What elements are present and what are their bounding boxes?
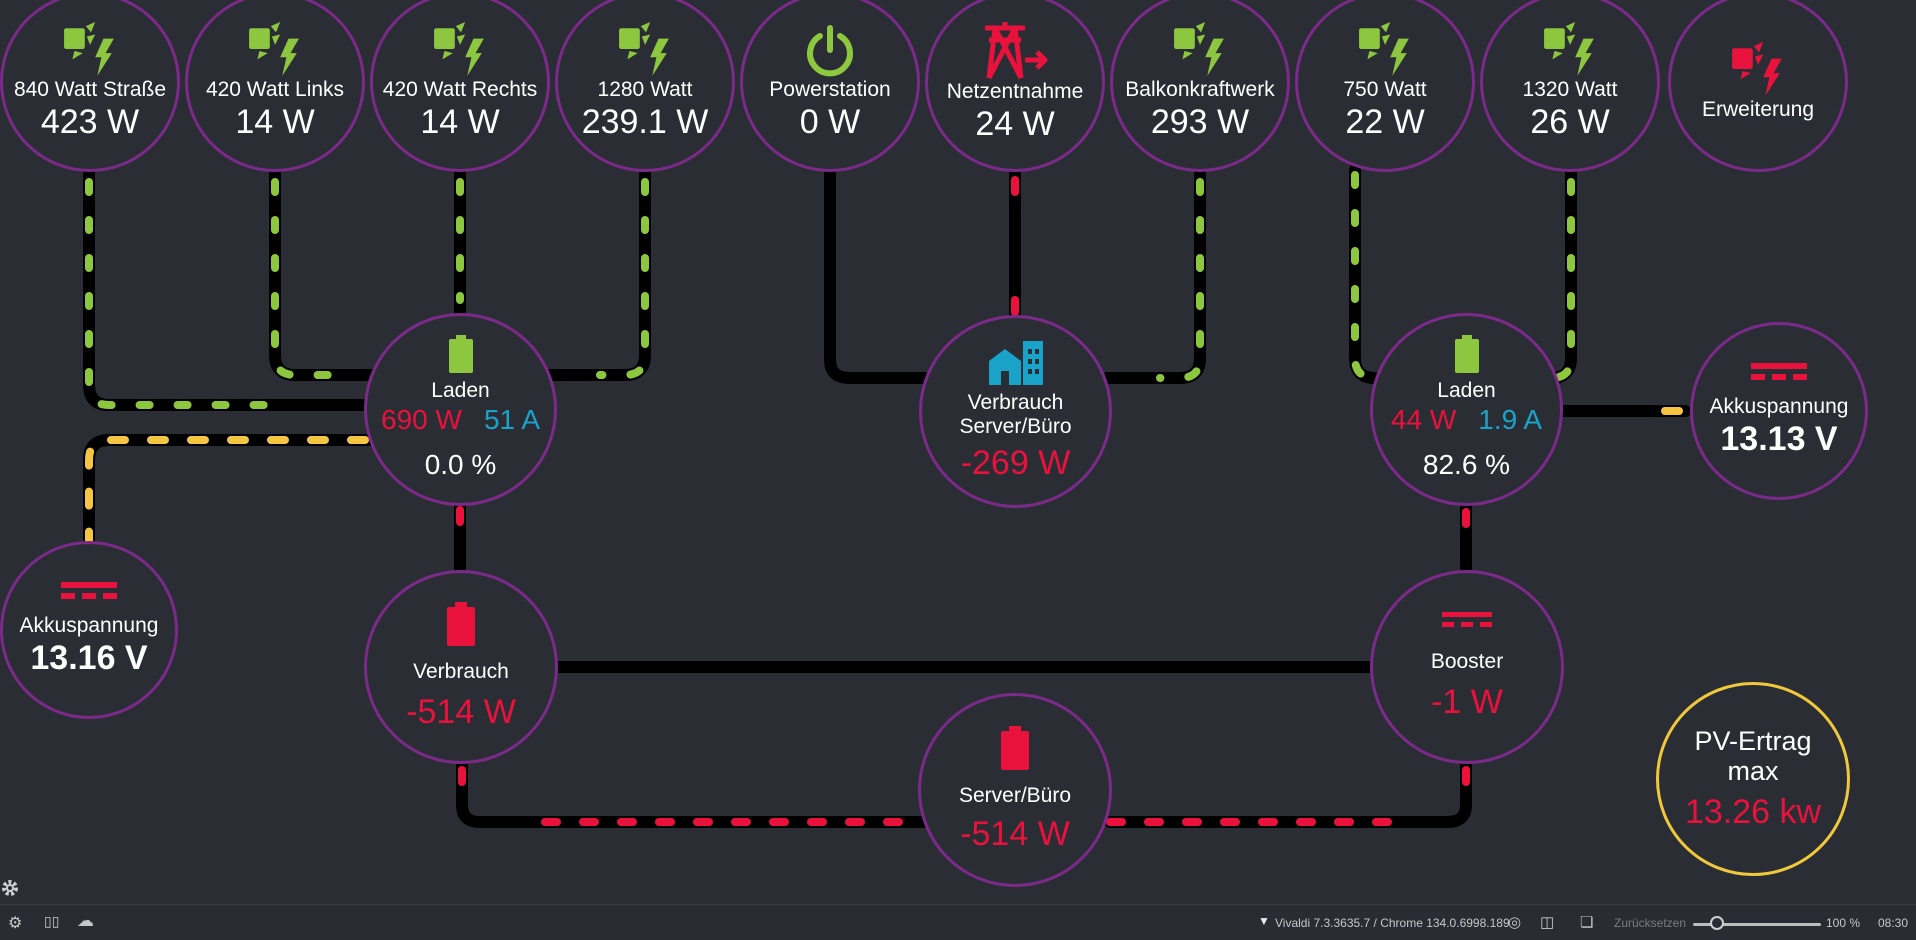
battery-icon xyxy=(1454,334,1479,373)
node-label: Akkuspannung xyxy=(19,614,159,637)
erweiterung[interactable]: Erweiterung xyxy=(1668,0,1848,172)
node-value: 423 W xyxy=(40,103,140,141)
battery-icon xyxy=(448,334,473,373)
node-value: 13.16 V xyxy=(30,639,148,677)
laden-charger-2[interactable]: Laden 44 W 1.9 A 82.6 % xyxy=(1370,313,1563,506)
verbrauch[interactable]: Verbrauch -514 W xyxy=(364,570,558,764)
zoom-slider-track[interactable] xyxy=(1693,923,1821,926)
laden-charger-1[interactable]: Laden 690 W 51 A 0.0 % xyxy=(364,313,557,506)
solar-420-watt-links[interactable]: 420 Watt Links 14 W xyxy=(185,0,365,172)
node-value: 14 W xyxy=(420,103,500,141)
node-label-line1: Verbrauch xyxy=(967,390,1064,414)
cloud-sync-icon[interactable]: ☁ xyxy=(77,911,94,930)
page-tiling-icon[interactable]: ◫ xyxy=(1540,914,1555,931)
charge-readout: 690 W 51 A xyxy=(381,403,540,437)
solar-1280-watt[interactable]: 1280 Watt 239.1 W xyxy=(555,0,735,172)
browser-status-bar: ⚙ ▯▯ ☁ ▼ Vivaldi 7.3.3635.7 / Chrome 134… xyxy=(0,904,1916,940)
charge-amp: 51 A xyxy=(483,403,540,435)
pv-ertrag-max[interactable]: PV-Ertrag max 13.26 kw xyxy=(1656,682,1850,876)
solar-panel-icon xyxy=(619,22,669,76)
solar-panel-icon xyxy=(249,22,299,76)
node-label: 840 Watt Straße xyxy=(13,78,167,101)
battery-icon xyxy=(1001,726,1029,770)
panel-toggle-icon[interactable]: ⚙ xyxy=(8,915,23,932)
node-value: 14 W xyxy=(235,103,315,141)
zoom-level: 100 % xyxy=(1826,916,1861,930)
battery-percent: 0.0 % xyxy=(424,448,497,480)
node-label: 1320 Watt xyxy=(1522,78,1618,101)
grid-netzentnahme[interactable]: Netzentnahme 24 W xyxy=(925,0,1105,172)
booster[interactable]: Booster -1 W xyxy=(1370,570,1564,764)
zoom-slider-handle[interactable] xyxy=(1710,916,1724,930)
akkuspannung-right[interactable]: Akkuspannung 13.13 V xyxy=(1690,322,1868,500)
node-label: Booster xyxy=(1430,650,1504,673)
charge-watt: 44 W xyxy=(1390,403,1457,435)
node-label: 420 Watt Links xyxy=(205,78,345,101)
node-label: Verbrauch xyxy=(413,660,509,683)
charge-watt: 690 W xyxy=(381,403,462,435)
node-label: Server/Büro xyxy=(958,784,1072,807)
solar-750-watt[interactable]: 750 Watt 22 W xyxy=(1295,0,1475,172)
node-value: -1 W xyxy=(1431,683,1503,721)
balkonkraftwerk[interactable]: Balkonkraftwerk 293 W xyxy=(1110,0,1290,172)
node-label: Balkonkraftwerk xyxy=(1125,78,1275,101)
capture-icon[interactable]: ◎ xyxy=(1508,914,1522,931)
node-label: Erweiterung xyxy=(1701,98,1815,121)
power-icon xyxy=(807,25,853,77)
powerstation[interactable]: Powerstation 0 W xyxy=(740,0,920,172)
home-building-icon xyxy=(988,340,1043,385)
node-value: -269 W xyxy=(960,443,1071,482)
solar-panel-icon xyxy=(64,22,114,76)
transmission-tower-icon xyxy=(985,22,1048,80)
solar-panel-icon xyxy=(1732,42,1782,96)
verbrauch-server-buero[interactable]: Verbrauch Server/Büro -269 W xyxy=(919,315,1112,508)
node-value: 22 W xyxy=(1345,103,1425,141)
solar-panel-icon xyxy=(1544,22,1594,76)
dc-current-icon xyxy=(1442,612,1492,627)
node-label-line2: max xyxy=(1727,756,1779,786)
node-label: Akkuspannung xyxy=(1709,395,1849,418)
settings-gear-icon[interactable] xyxy=(0,878,20,898)
dc-current-icon xyxy=(61,582,117,599)
node-label: 750 Watt xyxy=(1343,78,1427,101)
solar-panel-icon xyxy=(1359,22,1409,76)
node-value: 13.26 kw xyxy=(1684,793,1822,831)
battery-percent: 82.6 % xyxy=(1422,448,1511,480)
solar-panel-icon xyxy=(1174,22,1224,76)
solar-840-watt-strasse[interactable]: 840 Watt Straße 423 W xyxy=(0,0,180,172)
node-label: Laden xyxy=(431,378,490,402)
node-value: 24 W xyxy=(975,105,1055,143)
node-value: 0 W xyxy=(799,103,861,141)
node-value: 239.1 W xyxy=(581,103,709,141)
battery-icon xyxy=(447,602,475,646)
node-label: 420 Watt Rechts xyxy=(382,78,538,101)
node-value: -514 W xyxy=(960,815,1070,853)
solar-1320-watt[interactable]: 1320 Watt 26 W xyxy=(1480,0,1660,172)
vivaldi-logo-icon: ▼ xyxy=(1258,914,1270,928)
clock: 08:30 xyxy=(1878,916,1909,930)
charge-amp: 1.9 A xyxy=(1478,403,1543,435)
node-value: 293 W xyxy=(1150,103,1250,141)
page-actions-icon[interactable]: ❏ xyxy=(1580,914,1594,931)
charge-readout: 44 W 1.9 A xyxy=(1391,403,1542,437)
solar-420-watt-rechts[interactable]: 420 Watt Rechts 14 W xyxy=(370,0,550,172)
node-value: 13.13 V xyxy=(1720,420,1838,458)
zoom-reset-button[interactable]: Zurücksetzen xyxy=(1614,916,1687,930)
version-text: Vivaldi 7.3.3635.7 / Chrome 134.0.6998.1… xyxy=(1275,916,1510,930)
node-label: 1280 Watt xyxy=(597,78,693,101)
node-label-line2: Server/Büro xyxy=(959,414,1072,438)
akkuspannung-left[interactable]: Akkuspannung 13.16 V xyxy=(0,541,178,719)
server-buero[interactable]: Server/Büro -514 W xyxy=(918,693,1112,887)
node-label: Powerstation xyxy=(769,78,891,101)
node-label: Laden xyxy=(1437,378,1496,402)
solar-panel-icon xyxy=(434,22,484,76)
node-label-line1: PV-Ertrag xyxy=(1694,726,1812,756)
tiling-icon[interactable]: ▯▯ xyxy=(44,913,60,929)
dc-current-icon xyxy=(1751,363,1807,380)
node-value: 26 W xyxy=(1530,103,1610,141)
node-value: -514 W xyxy=(406,693,516,731)
node-label: Netzentnahme xyxy=(946,80,1084,103)
